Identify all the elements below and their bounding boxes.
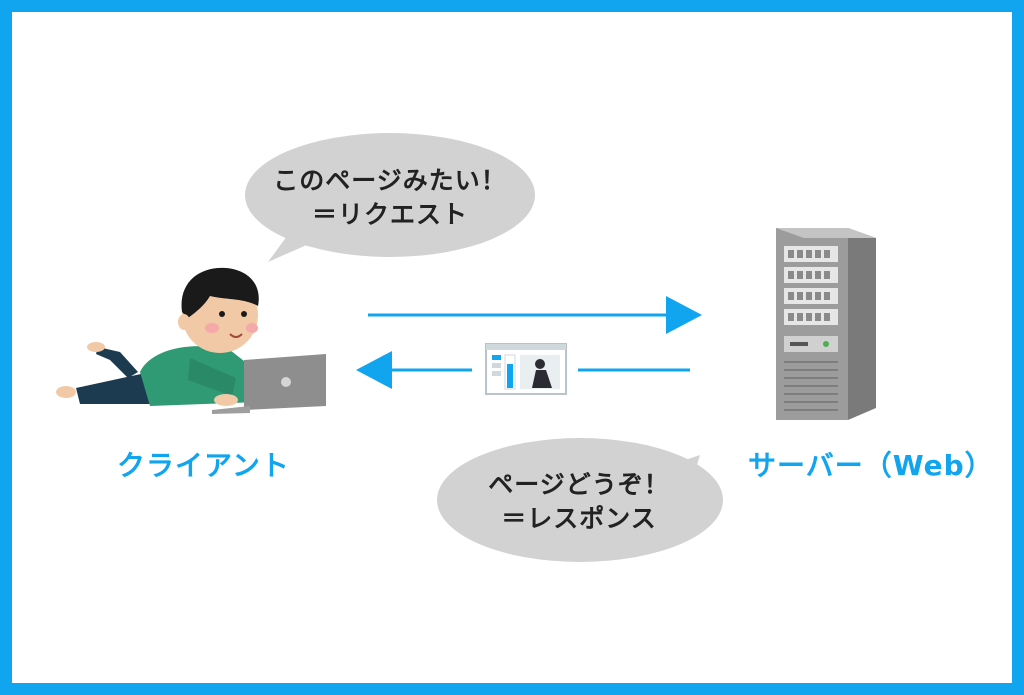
- request-bubble-line2: ＝リクエスト: [311, 200, 468, 229]
- request-bubble: このページみたい！ ＝リクエスト: [248, 136, 532, 260]
- response-bubble-line2: ＝レスポンス: [501, 504, 657, 533]
- client-label: クライアント: [117, 449, 290, 482]
- response-arrow: [356, 351, 690, 389]
- response-bubble-shape: [437, 438, 723, 562]
- request-bubble-line1: このページみたい！: [273, 166, 507, 195]
- web-page-icon: [485, 343, 567, 395]
- person-lying-with-laptop-icon: [56, 267, 326, 414]
- request-arrow: [368, 296, 702, 334]
- server-tower-icon: [776, 228, 876, 420]
- response-bubble: ページどうぞ！ ＝レスポンス: [438, 440, 720, 564]
- response-bubble-line1: ページどうぞ！: [488, 470, 670, 499]
- request-bubble-shape: [245, 133, 535, 262]
- server-label: サーバー（Web）: [748, 449, 994, 482]
